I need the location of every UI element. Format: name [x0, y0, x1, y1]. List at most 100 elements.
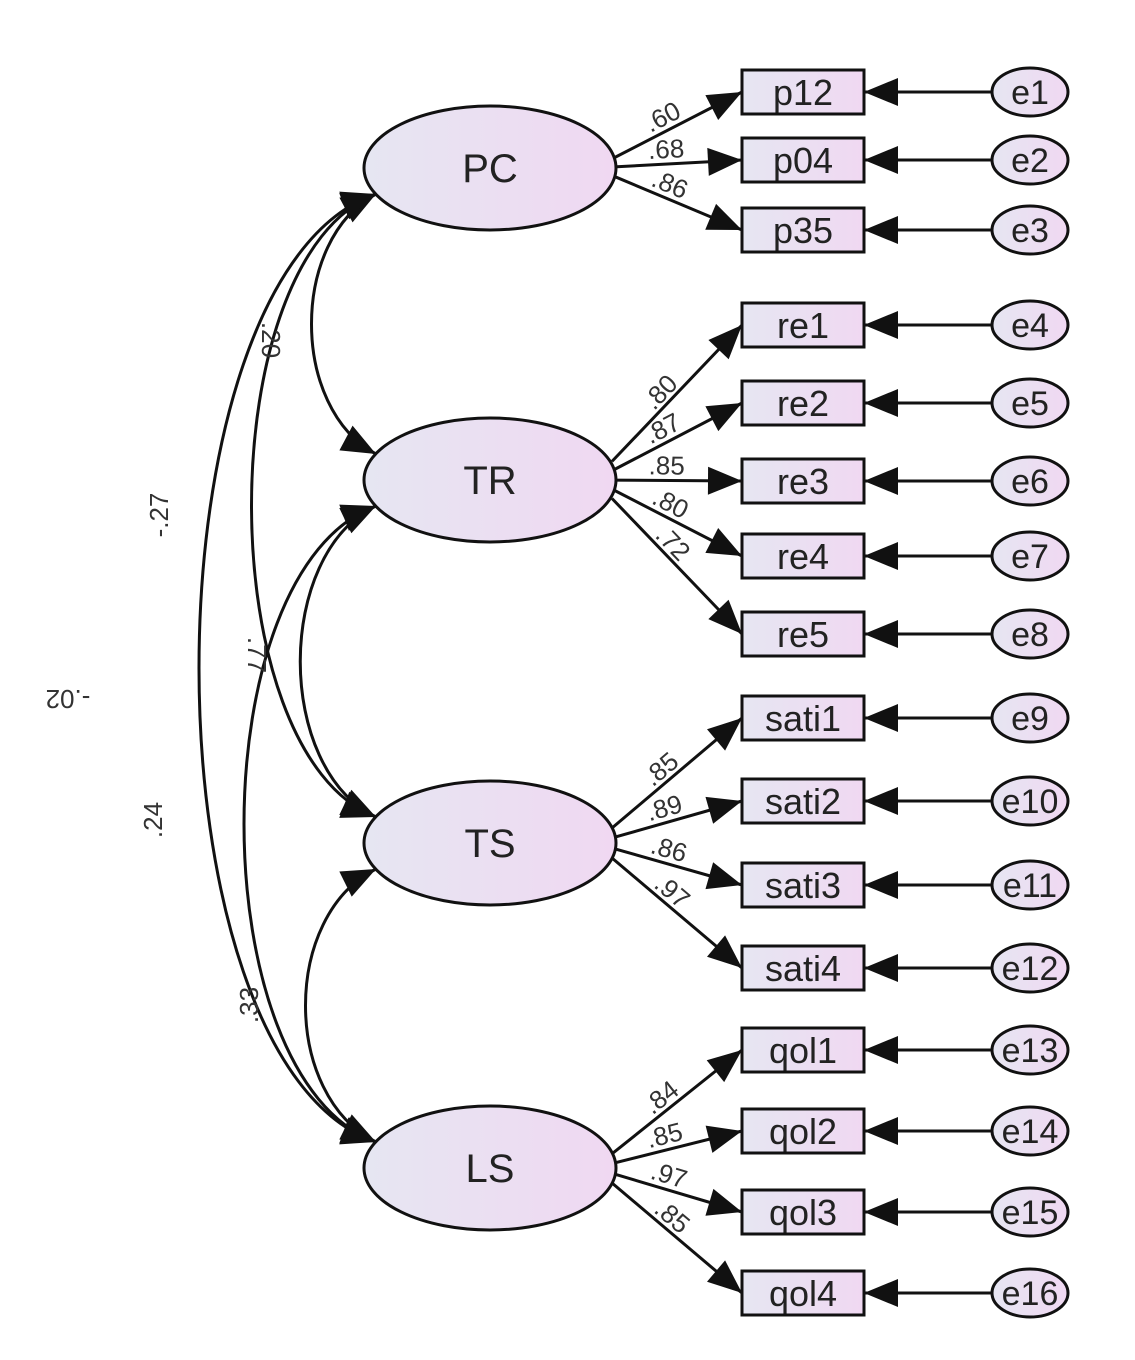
- loading-value: .89: [643, 788, 686, 827]
- indicator-label: sati1: [765, 698, 841, 739]
- indicator-box: [740, 610, 866, 658]
- correlation-value: .24: [138, 802, 168, 838]
- indicator-label: re2: [777, 383, 829, 424]
- error-arrowhead: [864, 1198, 898, 1226]
- error-label: e9: [1011, 700, 1049, 738]
- correlation-arrowhead: [339, 191, 376, 219]
- indicator-label: qol4: [769, 1273, 837, 1314]
- error-ellipse: [990, 859, 1070, 911]
- loading-arrowhead: [705, 1125, 742, 1153]
- loading-arrowhead: [708, 325, 742, 360]
- loading-value: .72: [650, 520, 697, 567]
- indicator-box: [740, 1188, 866, 1236]
- error-ellipse: [990, 1105, 1070, 1157]
- error-ellipse: [990, 942, 1070, 994]
- error-label: e11: [1003, 867, 1057, 905]
- correlation-arc: [298, 504, 377, 819]
- latent-label: TS: [464, 822, 515, 866]
- indicator-box: [740, 301, 866, 349]
- error-label: e10: [1002, 783, 1059, 821]
- error-arrowhead: [864, 389, 898, 417]
- error-ellipse: [990, 1024, 1070, 1076]
- error-ellipse: [990, 134, 1070, 186]
- error-label: e3: [1011, 212, 1049, 250]
- error-label: e14: [1002, 1113, 1059, 1151]
- error-ellipse: [990, 775, 1070, 827]
- error-label: e5: [1011, 385, 1049, 423]
- indicator-box: [740, 379, 866, 427]
- indicator-box: [740, 68, 866, 116]
- indicator-label: p12: [773, 72, 833, 113]
- error-arrowhead: [864, 216, 898, 244]
- error-ellipse: [990, 66, 1070, 118]
- loading-value: .85: [648, 450, 684, 480]
- loading-arrowhead: [705, 403, 742, 432]
- error-label: e2: [1011, 142, 1049, 180]
- loading-value: .97: [649, 868, 696, 914]
- indicator-box: [740, 861, 866, 909]
- loading-arrowhead: [707, 935, 742, 968]
- error-ellipse: [990, 530, 1070, 582]
- loading-value: .86: [648, 163, 693, 205]
- indicator-box: [740, 532, 866, 580]
- error-ellipse: [990, 204, 1070, 256]
- loading-value: .97: [648, 1155, 691, 1194]
- indicator-label: re1: [777, 305, 829, 346]
- loading-arrowhead: [708, 599, 742, 634]
- indicator-label: qol1: [769, 1030, 837, 1071]
- error-arrowhead: [864, 1279, 898, 1307]
- error-arrowhead: [864, 787, 898, 815]
- loading-value: .68: [647, 133, 685, 165]
- error-ellipse: [990, 692, 1070, 744]
- latent-ellipse: [362, 1104, 618, 1232]
- indicator-box: [740, 1026, 866, 1074]
- correlation-arrowhead: [339, 504, 376, 531]
- loading-arrowhead: [705, 796, 742, 824]
- error-ellipse: [990, 608, 1070, 660]
- error-ellipse: [990, 299, 1070, 351]
- loading-value: .84: [637, 1074, 684, 1120]
- indicator-box: [740, 1107, 866, 1155]
- error-arrowhead: [864, 954, 898, 982]
- loading-value: .87: [639, 407, 685, 450]
- connection-lines: [197, 78, 992, 1307]
- indicator-label: sati4: [765, 948, 841, 989]
- indicator-label: sati2: [765, 781, 841, 822]
- indicator-label: p35: [773, 210, 833, 251]
- indicator-box: [740, 777, 866, 825]
- indicator-label: qol2: [769, 1111, 837, 1152]
- loading-value: .86: [648, 830, 691, 869]
- indicator-box: [740, 694, 866, 742]
- coefficient-labels: .60.68.86.80.87.85.80.72.85.89.86.97.84.…: [46, 95, 697, 1239]
- correlation-value: .33: [234, 987, 264, 1023]
- loading-value: .85: [643, 1116, 685, 1154]
- indicator-box: [740, 944, 866, 992]
- correlation-arc: [242, 504, 377, 1144]
- error-label: e7: [1011, 538, 1049, 576]
- correlation-value: .20: [256, 322, 286, 358]
- error-arrowhead: [864, 311, 898, 339]
- error-ellipse: [990, 455, 1070, 507]
- correlation-arrowhead: [339, 789, 376, 817]
- loading-value: .60: [640, 95, 686, 138]
- indicator-label: p04: [773, 140, 833, 181]
- indicator-label: qol3: [769, 1192, 837, 1233]
- correlation-arrowhead: [339, 869, 376, 897]
- latent-label: LS: [466, 1147, 515, 1191]
- correlation-value: -.02: [46, 684, 91, 714]
- error-arrowhead: [864, 78, 898, 106]
- error-arrowhead: [864, 542, 898, 570]
- correlation-arc: [304, 867, 377, 1144]
- loading-arrowhead: [705, 527, 742, 556]
- loading-arrowhead: [706, 1050, 742, 1083]
- loading-value: .85: [649, 1193, 696, 1239]
- indicator-box: [740, 457, 866, 505]
- error-arrowhead: [864, 1117, 898, 1145]
- indicator-box: [740, 206, 866, 254]
- error-label: e4: [1011, 307, 1049, 345]
- loading-value: .80: [637, 368, 684, 415]
- error-arrowhead: [864, 1036, 898, 1064]
- latent-label: PC: [462, 147, 518, 191]
